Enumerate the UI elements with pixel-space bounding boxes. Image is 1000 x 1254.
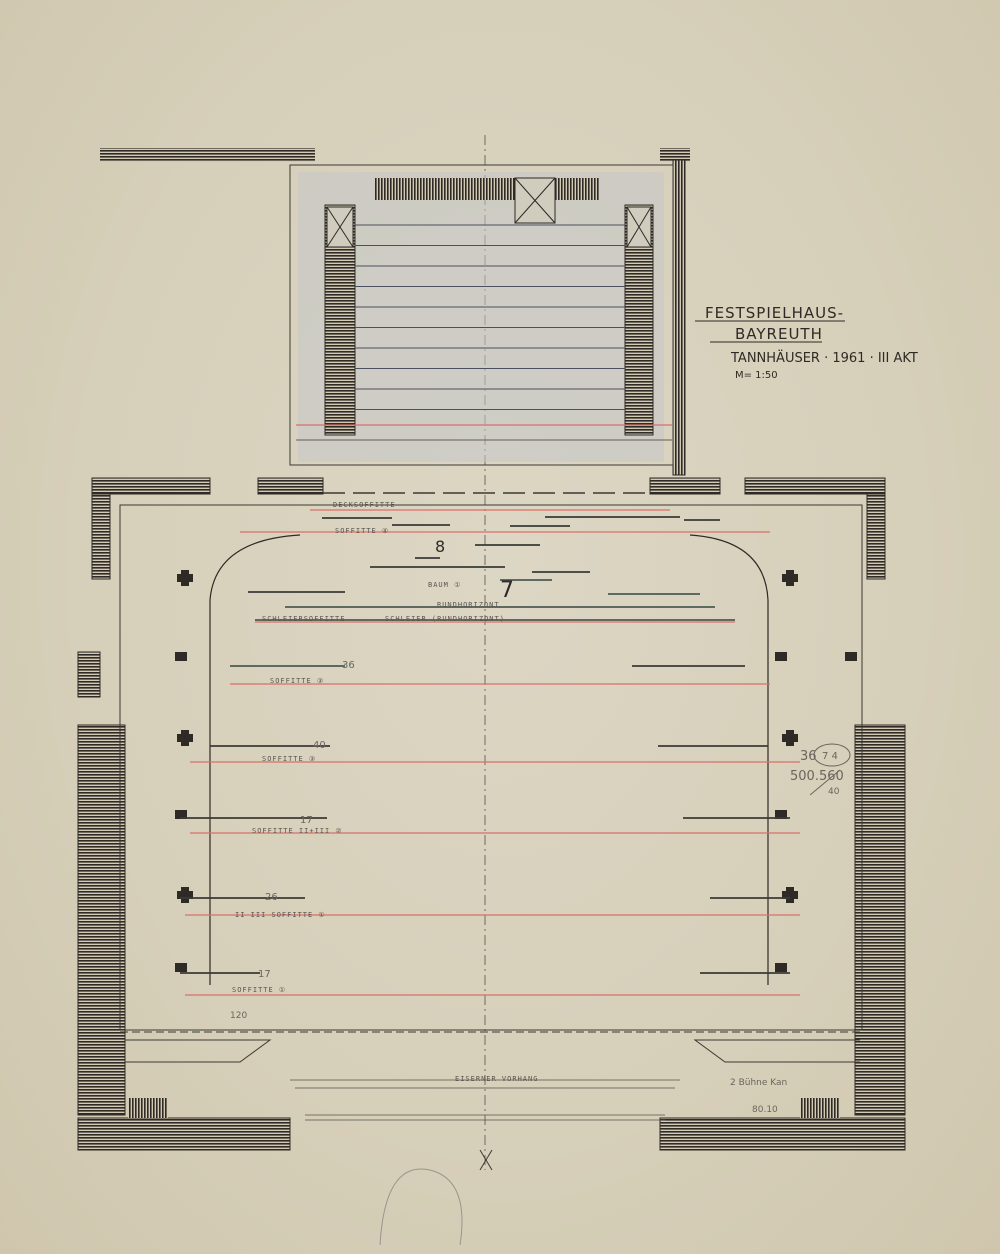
stage-labels: DECKSOFFITTE SOFFITTE ④ BAUM ① RUNDHORIZ… <box>232 501 538 1083</box>
column-cross <box>177 887 193 903</box>
label-soffitte-1b: II III SOFFITTE ① <box>235 911 326 919</box>
wall-top-left <box>100 148 315 162</box>
note-26: 26 <box>265 892 278 903</box>
label-decksoffitte: DECKSOFFITTE <box>333 501 396 509</box>
label-baum: BAUM ① <box>428 581 461 589</box>
column-block <box>175 810 187 819</box>
pencil-sketch <box>379 1168 463 1246</box>
note-17a: 17 <box>300 815 313 826</box>
label-soffitte-3: SOFFITTE ③ <box>270 677 324 685</box>
column-cross <box>782 730 798 746</box>
column-block <box>775 810 787 819</box>
note-80: 80.10 <box>752 1105 778 1115</box>
columns <box>175 570 857 972</box>
label-rundhorizont: RUNDHORIZONT <box>437 601 500 609</box>
label-soffitte-1: SOFFITTE ① <box>232 986 286 994</box>
batten-lines <box>180 509 800 996</box>
column-block <box>175 963 187 972</box>
title-line-2: BAYREUTH <box>735 325 823 343</box>
column-cross <box>782 570 798 586</box>
pencil-notes: 8 7 36 40 17 26 17 120 36 7 4 500.560 40… <box>230 537 851 1115</box>
column-block <box>845 652 857 661</box>
scale-label: M= 1:50 <box>735 370 778 381</box>
note-buehne: 2 Bühne Kan <box>730 1078 787 1088</box>
note-40: 40 <box>313 740 326 751</box>
label-eiserner: EISERNER VORHANG <box>455 1075 538 1083</box>
column-cross <box>177 570 193 586</box>
title-line-3: TANNHÄUSER · 1961 · III AKT <box>730 350 918 366</box>
main-stage-walls <box>77 477 906 1151</box>
label-schleier-note: SCHLEIER (RUNDHORIZONT) <box>385 615 505 623</box>
column-block <box>175 652 187 661</box>
note-40-right: 40 <box>828 787 840 797</box>
title-block: FESTSPIELHAUS- BAYREUTH TANNHÄUSER · 196… <box>695 304 918 381</box>
column-cross <box>177 730 193 746</box>
wall-top-right <box>660 148 690 162</box>
rear-stage <box>289 164 674 466</box>
note-36-right: 36 <box>800 749 817 764</box>
label-soffitte-2: SOFFITTE II+III ② <box>252 827 343 835</box>
note-7: 7 <box>500 578 514 603</box>
column-cross <box>782 887 798 903</box>
title-line-1: FESTSPIELHAUS- <box>705 304 844 322</box>
note-8: 8 <box>435 537 445 556</box>
column-block <box>775 652 787 661</box>
note-500: 500.560 <box>790 769 844 784</box>
column-block <box>775 963 787 972</box>
label-soffitte-top: SOFFITTE ④ <box>335 527 389 535</box>
wall-right-rear <box>672 159 686 476</box>
label-soffitte-3b: SOFFITTE ③ <box>262 755 316 763</box>
note-120: 120 <box>230 1011 247 1021</box>
note-74: 7 4 <box>822 751 838 762</box>
label-schleiersoffitte: SCHLEIERSOFFITTE <box>262 615 345 623</box>
note-36: 36 <box>342 660 355 671</box>
note-17b: 17 <box>258 969 271 980</box>
rear-steps-top <box>375 178 600 200</box>
